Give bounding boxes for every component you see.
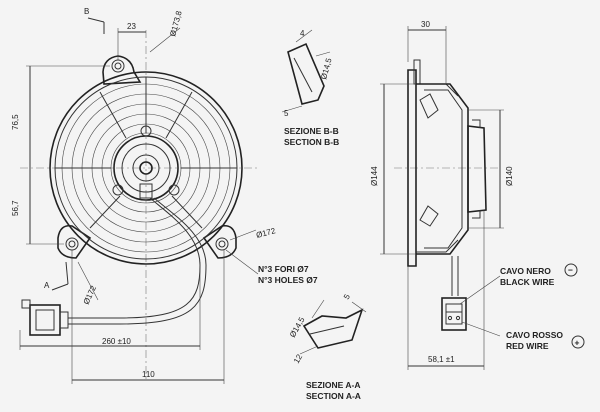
front-dimensions: B 23 Ø173,8 76,5 56,7 Ø172 N°3 FORI Ø7 N…	[11, 7, 318, 384]
holes-label-it: N°3 FORI Ø7	[258, 264, 309, 274]
red-wire-it: CAVO ROSSO	[506, 330, 563, 340]
dim-58-1: 58,1 ±1	[428, 355, 455, 364]
holes-label-en: N°3 HOLES Ø7	[258, 275, 318, 285]
dim-5-a: 5	[342, 292, 352, 301]
dim-172-left: Ø172	[82, 284, 99, 306]
dim-56-7: 56,7	[11, 200, 20, 216]
side-dimensions: 30 Ø144 Ø140 58,1 ±1 CAVO NERO BLACK WIR…	[370, 20, 585, 370]
dim-76-5: 76,5	[11, 114, 20, 130]
dim-110: 110	[142, 370, 155, 379]
section-aa-it: SEZIONE A-A	[306, 380, 360, 390]
black-wire-en: BLACK WIRE	[500, 277, 555, 287]
plus-sign: +	[575, 338, 580, 348]
dim-144: Ø144	[370, 166, 379, 186]
section-aa: Ø14,5 5 12 SEZIONE A-A SECTION A-A	[288, 292, 367, 401]
dim-12: 12	[292, 352, 305, 365]
red-wire-en: RED WIRE	[506, 341, 549, 351]
section-bb-en: SECTION B-B	[284, 137, 339, 147]
side-view	[394, 59, 500, 331]
dim-140: Ø140	[505, 166, 514, 186]
b-mark: B	[84, 7, 89, 16]
section-bb: 4 Ø14,5 5 SEZIONE B-B SECTION B-B	[281, 29, 339, 147]
dim-172-right: Ø172	[255, 226, 277, 240]
dim-4: 4	[300, 29, 305, 38]
dim-23: 23	[127, 22, 136, 31]
front-view	[20, 30, 258, 380]
a-mark: A	[44, 281, 50, 290]
dim-14-5-b: Ø14,5	[319, 57, 333, 81]
dim-173-8: Ø173,8	[168, 9, 184, 37]
minus-symbol-circle	[564, 263, 578, 277]
dim-5-b: 5	[284, 109, 289, 118]
section-bb-it: SEZIONE B-B	[284, 126, 339, 136]
minus-sign: −	[568, 265, 573, 275]
plus-symbol-circle	[571, 335, 585, 349]
black-wire-it: CAVO NERO	[500, 266, 551, 276]
dim-30: 30	[421, 20, 430, 29]
section-aa-en: SECTION A-A	[306, 391, 361, 401]
dim-260: 260 ±10	[102, 337, 131, 346]
